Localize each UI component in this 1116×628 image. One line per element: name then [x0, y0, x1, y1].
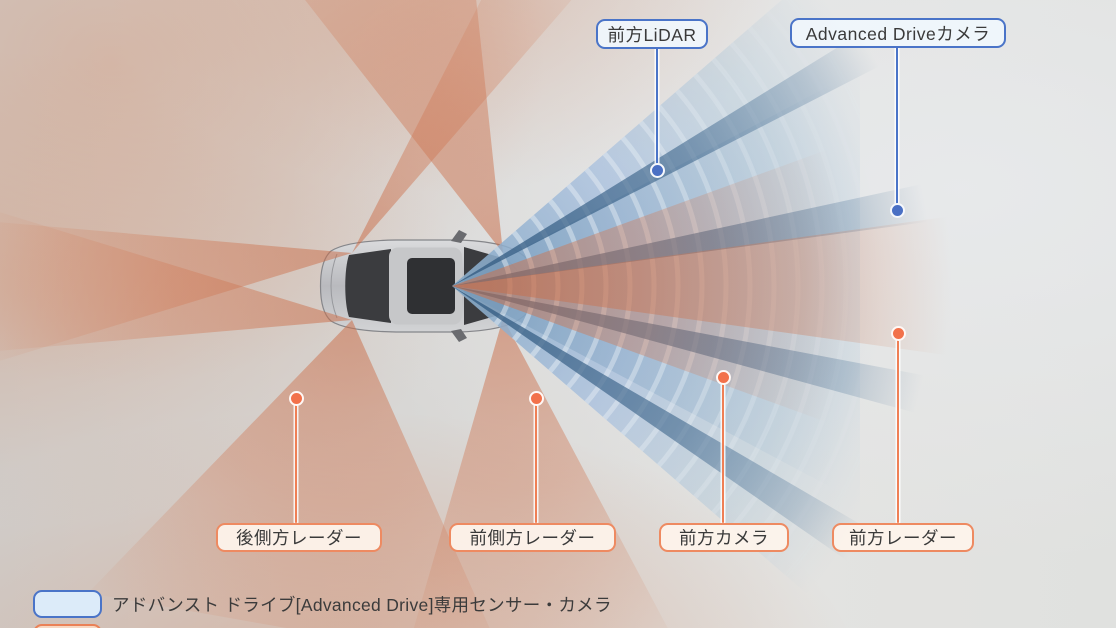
legend-label-advanced-drive: アドバンスト ドライブ[Advanced Drive]専用センサー・カメラ [112, 594, 612, 615]
legend-swatch-standard [33, 624, 102, 628]
callout-line [294, 398, 298, 523]
legend-swatch-advanced-drive [33, 590, 102, 618]
callout-line [655, 48, 659, 170]
lidar-beam-lower-outer [452, 286, 884, 571]
callout-label: Advanced Driveカメラ [790, 18, 1006, 48]
rear-side-radar-cone-upper [352, 0, 572, 253]
callout-label-text: 前方カメラ [679, 528, 769, 548]
callout-line [896, 333, 900, 523]
callout-label-text: 前側方レーダー [469, 528, 596, 548]
callout-label: 後側方レーダー [216, 523, 382, 552]
callout-label-text: 前方LiDAR [607, 24, 697, 45]
callout-dot [890, 325, 906, 341]
front-radar-cone [452, 214, 967, 358]
callout-label-text: 前方レーダー [849, 528, 957, 548]
callout-label-text: Advanced Driveカメラ [805, 23, 991, 44]
callout-dot [288, 390, 304, 406]
callout-label: 前方LiDAR [596, 19, 708, 49]
callout-label: 前側方レーダー [449, 523, 616, 552]
callout-label: 前方レーダー [832, 523, 974, 552]
rear-radar-cone-left-lower [0, 212, 352, 351]
lidar-beam-upper [452, 23, 897, 286]
rear-side-radar-cone-lower [88, 320, 490, 628]
callout-line [534, 398, 538, 523]
callout-dot [715, 369, 731, 385]
callout-dot [889, 202, 905, 218]
callout-dot [528, 390, 544, 406]
callout-label: 前方カメラ [659, 523, 789, 552]
callout-line [721, 377, 725, 523]
callout-label-text: 後側方レーダー [236, 528, 362, 548]
front-side-radar-cone-upper [305, 0, 503, 253]
callout-dot [649, 162, 665, 178]
callout-line [895, 47, 899, 210]
